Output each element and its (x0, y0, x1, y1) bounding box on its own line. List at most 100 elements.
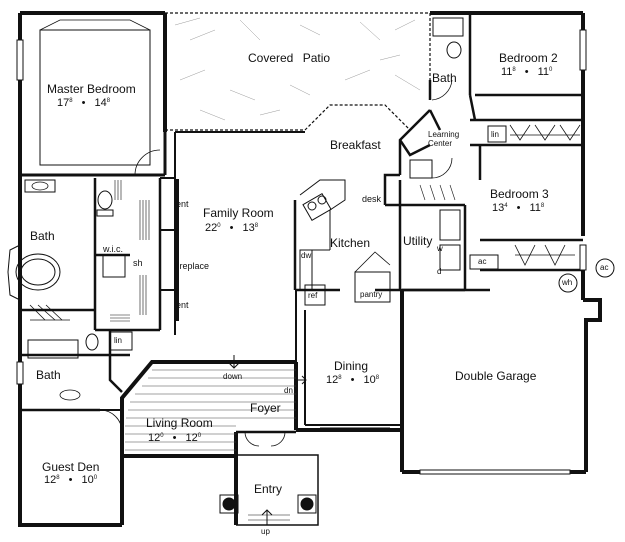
ac-left-box (469, 254, 499, 270)
utility-label: Utility (403, 234, 433, 248)
w-label: w (437, 244, 443, 253)
sh-label: sh (133, 258, 143, 268)
kitchen-sink (302, 193, 332, 221)
dw-label: dw (301, 251, 312, 260)
entry-steps (248, 514, 290, 521)
living-room-hatch (125, 369, 296, 451)
bedroom3-walls (478, 145, 583, 272)
wh-label: wh (562, 278, 573, 287)
living-room-length-in: 0 (197, 433, 202, 439)
master-bedroom-length-ft: 14 (94, 97, 107, 109)
guest-den-width-in: 8 (56, 475, 60, 481)
ac-left-label: ac (478, 257, 487, 266)
kitchen-label: Kitchen (330, 236, 371, 250)
dining-length-ft: 10 (363, 374, 376, 386)
master-tub (7, 244, 61, 301)
dining-label: Dining (334, 359, 369, 373)
bedroom2-width-in: 8 (512, 67, 516, 73)
shower-box (102, 254, 126, 278)
living-room-length-ft: 12 (185, 432, 198, 444)
covered-patio-outline (165, 12, 431, 131)
master-sink (31, 181, 49, 191)
lin-master-box (109, 331, 133, 351)
pantry-diag (354, 251, 391, 273)
breakfast-walls (383, 109, 442, 205)
hall-door-swing (431, 157, 453, 179)
bedroom2-width-ft: 11 (501, 66, 513, 78)
master-bath-steps (29, 304, 70, 321)
ent-bottom-label: ent (176, 300, 189, 310)
bedroom2-window (579, 29, 587, 71)
master-bedroom-width-in: 8 (69, 98, 73, 104)
family-room-length-in: 8 (254, 223, 259, 229)
bedroom2-dimensions: 118•110 (501, 66, 553, 78)
foyer-label: Foyer (250, 401, 281, 415)
master-window (16, 39, 24, 81)
guest-den-length-ft: 10 (81, 474, 94, 486)
master-bedroom-length-in: 8 (106, 98, 111, 104)
bedroom2-label: Bedroom 2 (499, 51, 558, 65)
dining-width-ft: 12 (326, 374, 339, 386)
pantry-label: pantry (360, 290, 383, 299)
bath-upper-label: Bath (432, 71, 457, 85)
lower-sink (59, 389, 81, 401)
bedroom3-width-in: 4 (504, 203, 508, 209)
learning-center-label: Learning Center (428, 130, 460, 148)
up-arrow (261, 509, 273, 525)
down-label: down (223, 372, 243, 381)
patio-texture (174, 17, 421, 121)
living-room-width-ft: 12 (148, 432, 161, 444)
bedroom3-length-ft: 11 (529, 202, 541, 214)
master-door-swing (134, 149, 161, 176)
ent-top-label: ent (176, 199, 189, 209)
bedroom2-length-ft: 11 (537, 66, 550, 78)
entry-columns (219, 494, 317, 514)
kitchen-counters (299, 179, 346, 306)
ref-label: ref (308, 291, 318, 300)
interior-walls (160, 177, 297, 362)
garage-door-opening (419, 469, 571, 475)
dn-label: dn (284, 386, 293, 395)
wh-circle (558, 273, 578, 293)
dining-walls (304, 310, 400, 426)
master-bedroom-label: Master Bedroom (47, 82, 136, 96)
pantry-box (354, 271, 391, 303)
bedroom3-window (579, 244, 587, 271)
double-garage-label: Double Garage (455, 369, 537, 383)
family-room-width-in: 0 (217, 223, 221, 229)
upper-bath-tub (432, 17, 464, 37)
ac-right-label: ac (600, 263, 609, 272)
upper-bath-toilet (446, 41, 462, 59)
fireplace-label: fireplace (175, 261, 210, 271)
bedroom2-closet (509, 124, 581, 141)
bedroom3-dimensions: 134•118 (492, 202, 545, 214)
lower-bath-walls (20, 355, 123, 412)
down-arrow (227, 355, 241, 369)
bath-lower-label: Bath (36, 368, 61, 382)
entry-label: Entry (254, 482, 283, 496)
wic-shelves (110, 180, 150, 322)
d-label: d (437, 267, 442, 276)
upper-bath-walls (428, 13, 583, 147)
living-room-dimensions: 120•120 (148, 432, 202, 444)
wic-label: w.i.c. (103, 244, 124, 254)
guest-den-dimensions: 128•100 (44, 474, 98, 486)
master-bath-label: Bath (30, 229, 55, 243)
lower-bath-tub (27, 339, 79, 359)
lower-bath-window (16, 361, 24, 385)
breakfast-label: Breakfast (330, 138, 381, 152)
master-bed-outline (39, 19, 151, 166)
hall-door-box (409, 159, 433, 179)
bedroom2-length-in: 0 (549, 67, 553, 73)
family-room-width-ft: 22 (205, 222, 218, 234)
guest-den-length-in: 0 (93, 475, 98, 481)
bedroom3-closet (514, 244, 575, 266)
bedroom3-label: Bedroom 3 (490, 187, 549, 201)
master-bedroom-walls (20, 132, 167, 177)
dn-arrow (298, 375, 307, 385)
family-room-label: Family Room (203, 206, 274, 220)
lower-toilet (85, 333, 99, 351)
family-room-length-ft: 13 (242, 222, 255, 234)
guest-den-door (99, 409, 123, 433)
guest-den-width-ft: 12 (44, 474, 57, 486)
